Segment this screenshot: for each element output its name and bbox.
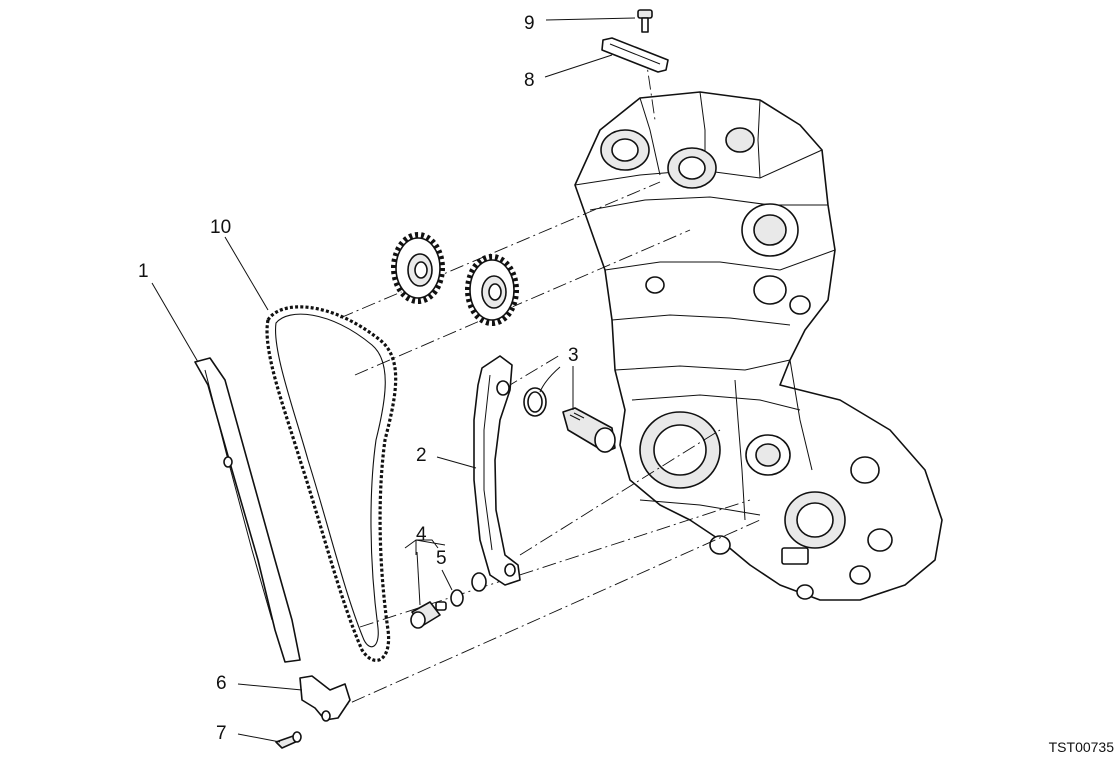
figure-code: TST00735 [1049,739,1115,755]
part-4-pin [410,601,447,629]
callout-2: 2 [416,445,427,466]
callout-9: 9 [524,13,535,34]
camshaft-sprocket-intake [391,232,445,304]
part-3-chain-tensioner [523,387,616,453]
camshaft-sprocket-exhaust [465,254,519,326]
part-8-bracket [601,37,669,73]
part-2-tensioner-guide [473,355,521,586]
callout-5: 5 [436,548,447,569]
part-1-fixed-guide [194,357,301,663]
callout-8: 8 [524,70,535,91]
part-5-rings [450,572,487,607]
callout-7: 7 [216,723,227,744]
part-9-screw [637,9,653,33]
assembly-axes [329,51,761,713]
callout-1: 1 [138,261,149,282]
callout-labels: 1 2 3 4 5 6 7 8 9 10 [138,13,579,744]
callout-6: 6 [216,673,227,694]
part-10-timing-chain [265,305,398,662]
part-7-screw [275,731,302,749]
engine-block [574,91,943,601]
callout-10: 10 [210,217,231,238]
leader-lines [151,17,636,743]
part-6-guide-support [299,675,351,722]
callout-3: 3 [568,345,579,366]
callout-4: 4 [416,524,427,545]
